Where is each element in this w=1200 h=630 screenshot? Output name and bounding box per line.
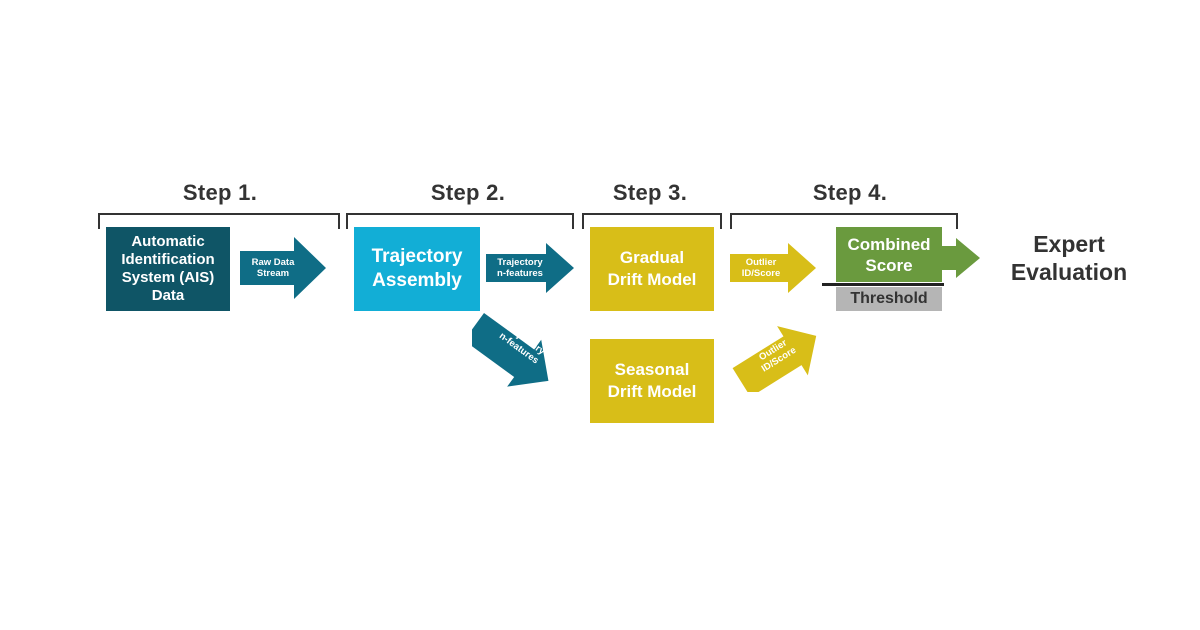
outlier-score-label-top: Outlier ID/Score [741, 257, 781, 279]
outlier-score-arrow-bottom: Outlier ID/Score [726, 314, 830, 392]
step-1-bracket [98, 213, 340, 229]
trajectory-assembly-box: Trajectory Assembly [354, 227, 480, 311]
outlier-score-arrow-top: Outlier ID/Score [730, 243, 816, 293]
trajectory-features-arrow-top: Trajectory n-features [486, 243, 574, 293]
threshold-box: Threshold [836, 287, 942, 311]
expert-evaluation-label: Expert Evaluation [1010, 231, 1128, 285]
step-2-title: Step 2. [430, 180, 506, 205]
ais-data-box: Automatic Identification System (AIS) Da… [106, 227, 230, 311]
raw-data-stream-arrow: Raw Data Stream [240, 237, 326, 299]
gradual-drift-model-box: Gradual Drift Model [590, 227, 714, 311]
step-4-bracket [730, 213, 958, 229]
step-1-title: Step 1. [182, 180, 258, 205]
trajectory-features-label-top: Trajectory n-features [497, 257, 543, 279]
threshold-line [822, 283, 944, 286]
trajectory-features-arrow-bottom: Trajectory n-features [472, 305, 584, 389]
step-4-title: Step 4. [812, 180, 888, 205]
step-3-bracket [582, 213, 722, 229]
step-3-title: Step 3. [612, 180, 688, 205]
raw-data-stream-label: Raw Data Stream [251, 257, 295, 279]
seasonal-drift-model-box: Seasonal Drift Model [590, 339, 714, 423]
combined-score-arrow-head [938, 238, 980, 278]
step-2-bracket [346, 213, 574, 229]
combined-score-box: Combined Score [836, 227, 942, 282]
